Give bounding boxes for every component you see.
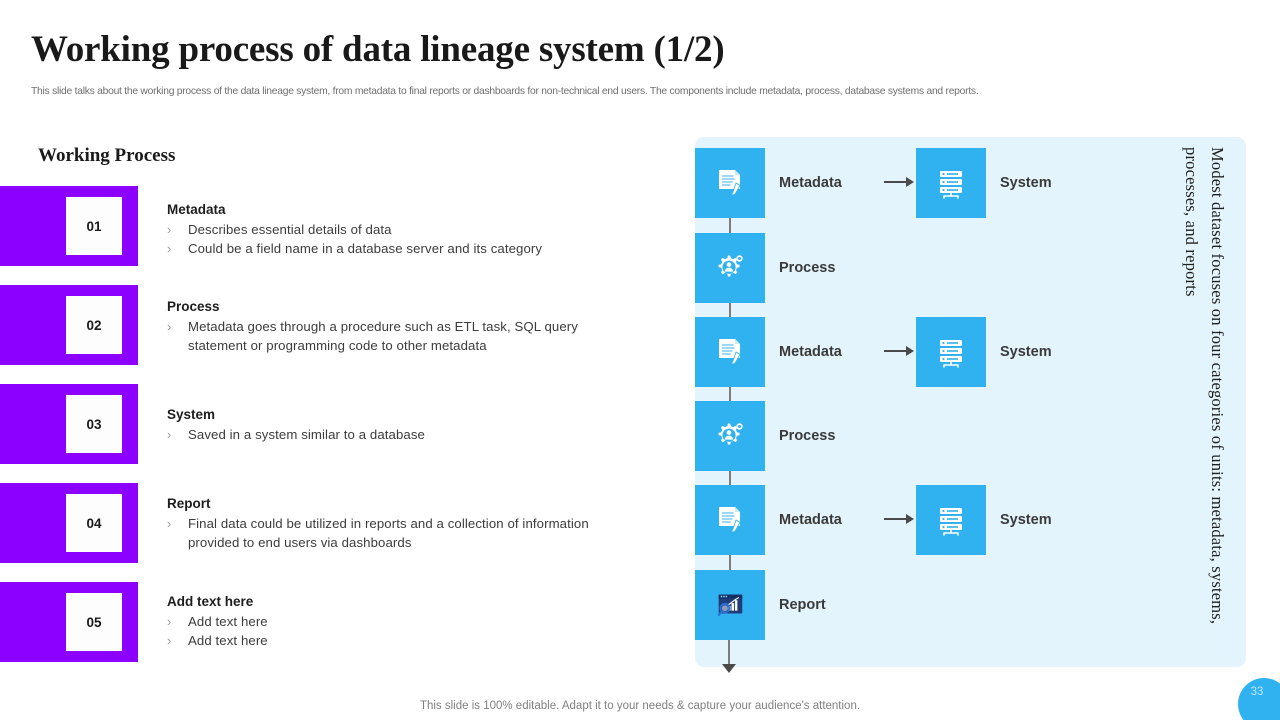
list-item[interactable]: 03 System › Saved in a system similar to… (0, 384, 640, 483)
flow-node-label: Process (779, 428, 836, 444)
step-body-04: Report › Final data could be utilized in… (167, 495, 627, 552)
flow-node-metadata-2[interactable]: Metadata (695, 317, 842, 387)
server-rack-icon (916, 485, 986, 555)
flow-arrow-down-end (722, 640, 736, 673)
bullet-row: › Add text here (167, 631, 627, 650)
flow-node-label: System (1000, 512, 1052, 528)
flow-arrow-right (884, 346, 914, 356)
bullet-row: › Metadata goes through a procedure such… (167, 317, 627, 355)
chevron-right-icon: › (167, 319, 172, 334)
document-edit-icon (695, 317, 765, 387)
flow-diagram-panel: Metadata (695, 137, 1246, 673)
step-badge-03: 03 (0, 384, 138, 464)
step-number: 04 (66, 494, 122, 552)
flow-node-metadata-3[interactable]: Metadata (695, 485, 842, 555)
bullet-row: › Add text here (167, 612, 627, 631)
step-body-01: Metadata › Describes essential details o… (167, 201, 627, 258)
list-item[interactable]: 01 Metadata › Describes essential detail… (0, 186, 640, 285)
flow-node-system-2[interactable]: System (916, 317, 1052, 387)
chevron-right-icon: › (167, 241, 172, 256)
bullet-text: Add text here (188, 633, 268, 648)
step-body-03: System › Saved in a system similar to a … (167, 406, 627, 444)
connector-line (729, 555, 731, 583)
bullet-text: Add text here (188, 614, 268, 629)
connector-line (729, 470, 731, 499)
bullet-row: › Describes essential details of data (167, 220, 627, 239)
step-number: 02 (66, 296, 122, 354)
step-badge-01: 01 (0, 186, 138, 266)
step-badge-02: 02 (0, 285, 138, 365)
page-subtitle: This slide talks about the working proce… (31, 86, 979, 97)
chevron-right-icon: › (167, 633, 172, 648)
flow-node-report[interactable]: Report (695, 570, 826, 640)
server-rack-icon (916, 317, 986, 387)
step-badge-04: 04 (0, 483, 138, 563)
document-edit-icon (695, 148, 765, 218)
bullet-text: Could be a field name in a database serv… (188, 241, 543, 256)
bullet-row: › Saved in a system similar to a databas… (167, 425, 627, 444)
list-item[interactable]: 05 Add text here › Add text here › Add t… (0, 582, 640, 681)
flow-node-label: Metadata (779, 175, 842, 191)
step-number: 03 (66, 395, 122, 453)
step-title: Metadata (167, 202, 226, 217)
gear-user-icon (695, 233, 765, 303)
flow-node-system-3[interactable]: System (916, 485, 1052, 555)
step-title: System (167, 407, 216, 422)
server-rack-icon (916, 148, 986, 218)
document-edit-icon (695, 485, 765, 555)
flow-node-label: System (1000, 344, 1052, 360)
bullet-row: › Final data could be utilized in report… (167, 514, 627, 552)
vertical-caption: Modest dataset focuses on four categorie… (1176, 147, 1232, 657)
report-analytics-icon (695, 570, 765, 640)
connector-line (729, 218, 731, 246)
bullet-text: Final data could be utilized in reports … (188, 516, 589, 550)
flow-node-metadata-1[interactable]: Metadata (695, 148, 842, 218)
list-item[interactable]: 02 Process › Metadata goes through a pro… (0, 285, 640, 384)
bullet-text: Saved in a system similar to a database (188, 427, 425, 442)
step-badge-05: 05 (0, 582, 138, 662)
flow-node-label: System (1000, 175, 1052, 191)
chevron-right-icon: › (167, 614, 172, 629)
list-item[interactable]: 04 Report › Final data could be utilized… (0, 483, 640, 582)
flow-node-label: Report (779, 597, 826, 613)
flow-arrow-right (884, 514, 914, 524)
gear-user-icon (695, 401, 765, 471)
flow-chart: Metadata (695, 137, 1246, 673)
flow-node-label: Process (779, 260, 836, 276)
step-body-02: Process › Metadata goes through a proced… (167, 298, 627, 355)
flow-node-label: Metadata (779, 512, 842, 528)
flow-node-label: Metadata (779, 344, 842, 360)
flow-node-process-1[interactable]: Process (695, 233, 835, 303)
step-number: 05 (66, 593, 122, 651)
page-number-badge: 33 (1238, 678, 1280, 720)
step-body-05: Add text here › Add text here › Add text… (167, 593, 627, 650)
flow-node-process-2[interactable]: Process (695, 401, 835, 471)
page-title: Working process of data lineage system (… (31, 29, 725, 70)
bullet-row: › Could be a field name in a database se… (167, 239, 627, 258)
bullet-text: Metadata goes through a procedure such a… (188, 319, 578, 353)
step-number: 01 (66, 197, 122, 255)
step-title: Add text here (167, 594, 254, 609)
chevron-right-icon: › (167, 427, 172, 442)
bullet-text: Describes essential details of data (188, 222, 392, 237)
flow-node-system-1[interactable]: System (916, 148, 1052, 218)
connector-line (729, 302, 731, 331)
vertical-caption-text: Modest dataset focuses on four categorie… (1182, 147, 1227, 625)
working-process-heading: Working Process (38, 145, 176, 166)
step-title: Process (167, 299, 220, 314)
flow-arrow-right (884, 177, 914, 187)
chevron-right-icon: › (167, 516, 172, 531)
steps-list: 01 Metadata › Describes essential detail… (0, 186, 640, 681)
step-title: Report (167, 496, 211, 511)
chevron-right-icon: › (167, 222, 172, 237)
footer-note: This slide is 100% editable. Adapt it to… (419, 700, 861, 712)
